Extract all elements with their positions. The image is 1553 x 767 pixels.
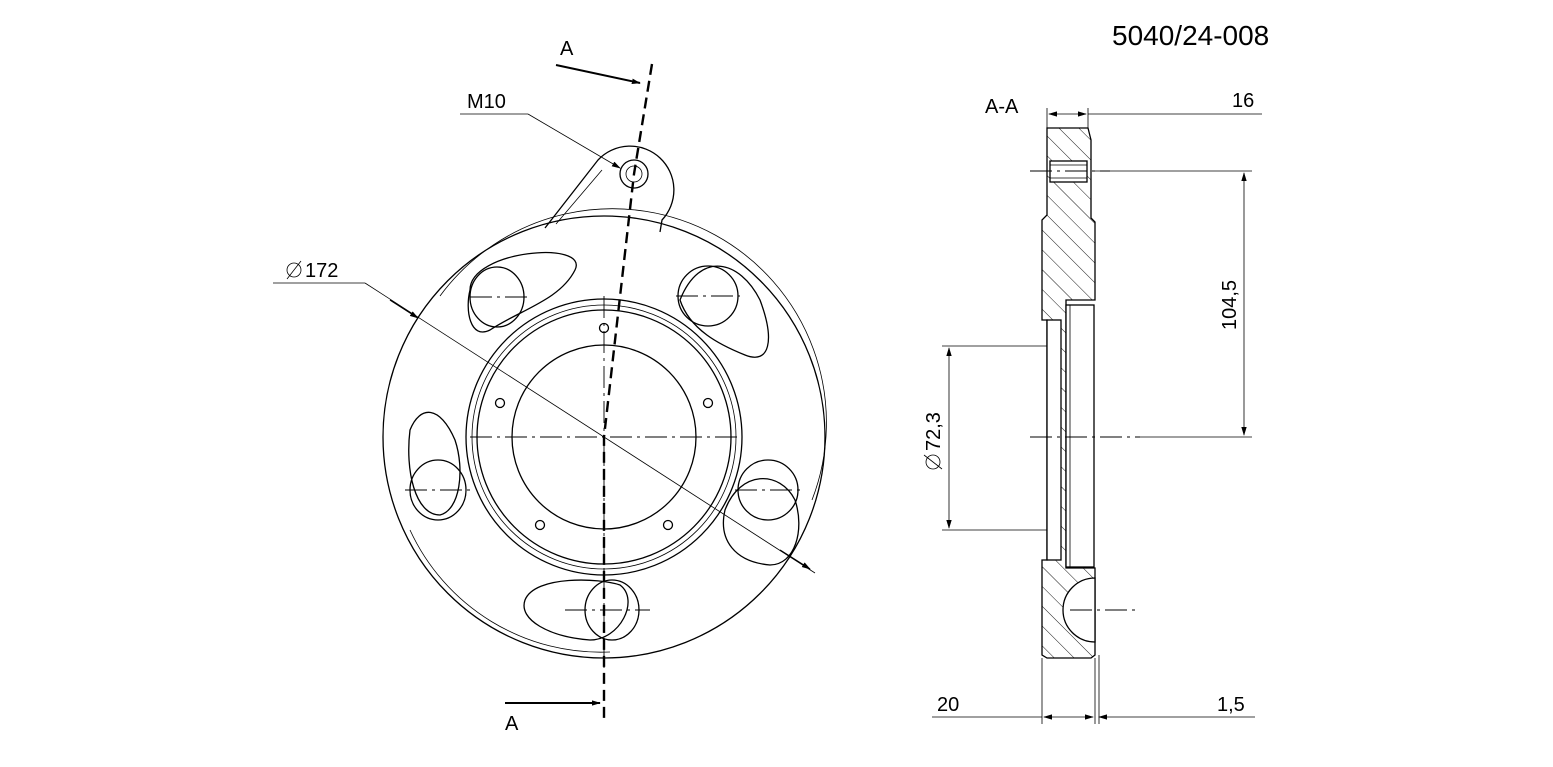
lug-edge [555,169,603,225]
step-depth-label: 1,5 [1217,694,1245,716]
bore-diameter-label: 72,3 [923,412,945,451]
section-letter-bottom: A [505,713,519,735]
pocket-upper-left [467,252,577,333]
drawing-number: 5040/24-008 [1112,20,1269,51]
pocket-bottom [523,579,629,641]
outer-diameter-label: 172 [305,260,338,282]
dia172-arrow [779,549,811,570]
cutting-plane-line [602,63,654,718]
thread-label: M10 [467,91,506,113]
pocket-upper-right [679,265,770,358]
small-hole [534,519,546,531]
small-hole [494,397,506,409]
dia172-dimension-line [364,282,816,574]
small-hole [662,519,674,531]
bore-recess [1065,304,1095,568]
diameter-symbol-icon [923,454,943,470]
pocket-left [408,411,461,516]
outer-chamfer-top [439,208,827,501]
outer-chamfer-bottom [409,529,611,653]
bore-step [1046,319,1062,561]
small-hole [702,397,714,409]
section-arrow-top [555,64,641,84]
section-title: A-A [985,96,1019,118]
height-label: 104,5 [1219,280,1241,330]
section-view: A-A 16 104,5 [923,90,1262,724]
m10-hole [619,159,649,189]
pocket-right [722,477,800,566]
diameter-symbol-icon [286,260,302,280]
m10-leader [527,113,621,169]
tapped-hole-section [1049,160,1088,183]
boss-thickness-label: 16 [1232,90,1254,112]
section-letter-top: A [560,38,574,60]
bore-diameter-group: 72,3 [923,412,945,470]
dia172-arrow [389,299,419,319]
front-view: A A M10 172 [273,38,827,735]
total-thickness-label: 20 [937,694,959,716]
mounting-lug [544,145,675,233]
